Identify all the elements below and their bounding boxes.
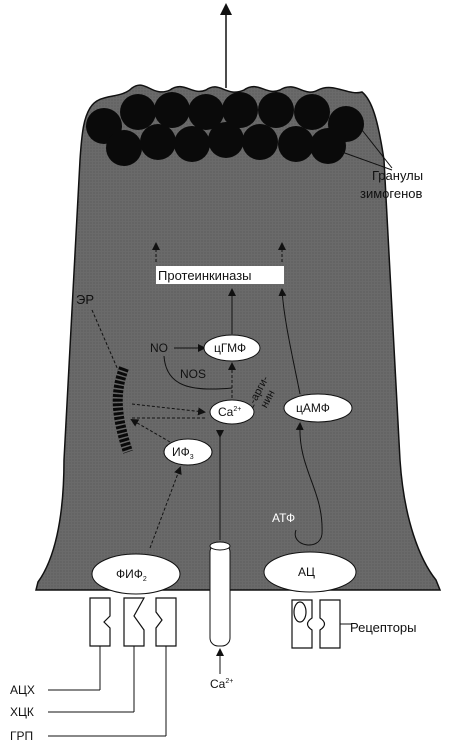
cck-label: ХЦК <box>10 705 34 719</box>
ac-label: АЦ <box>298 565 315 579</box>
ca-oval <box>209 399 255 425</box>
ip3-oval <box>163 438 213 466</box>
grp-label: ГРП <box>10 729 33 743</box>
pip2-label: ФИФ2 <box>116 567 147 583</box>
er-membrane <box>112 366 133 454</box>
right-receptors <box>291 599 341 649</box>
ip3-label: ИФ3 <box>172 445 194 461</box>
granule <box>278 126 314 162</box>
pip2-oval <box>91 553 181 595</box>
granule <box>188 94 224 130</box>
no-label: NO <box>150 341 168 355</box>
granule <box>222 92 258 128</box>
granule <box>106 130 142 166</box>
camp-oval <box>283 393 353 423</box>
granule <box>120 94 156 130</box>
camp-label: цАМФ <box>296 401 330 415</box>
er-label: ЭР <box>76 292 94 307</box>
nos-label: NOS <box>180 367 206 381</box>
granule <box>294 94 330 130</box>
left-receptors <box>89 597 177 647</box>
ac-oval <box>263 551 357 593</box>
protein-kinases-label: Протеинкиназы <box>158 268 252 283</box>
granule <box>258 92 294 128</box>
granule <box>242 124 278 160</box>
cgmp-oval <box>203 334 261 362</box>
granules-label-1: Гранулы <box>372 168 423 183</box>
cgmp-label: цГМФ <box>214 341 246 355</box>
granule <box>174 126 210 162</box>
ach-label: АЦХ <box>10 683 35 697</box>
granule <box>208 122 244 158</box>
granule <box>310 128 346 164</box>
granule <box>154 92 190 128</box>
zymogen-granules <box>86 92 364 166</box>
ca-label: Ca2+ <box>218 405 241 419</box>
granules-label-2: зимогенов <box>360 186 422 201</box>
ca-channel <box>209 543 231 647</box>
atp-label: АТФ <box>272 511 295 525</box>
ca-channel-label: Ca2+ <box>210 677 233 691</box>
granule <box>140 124 176 160</box>
receptors-label: Рецепторы <box>350 620 417 635</box>
